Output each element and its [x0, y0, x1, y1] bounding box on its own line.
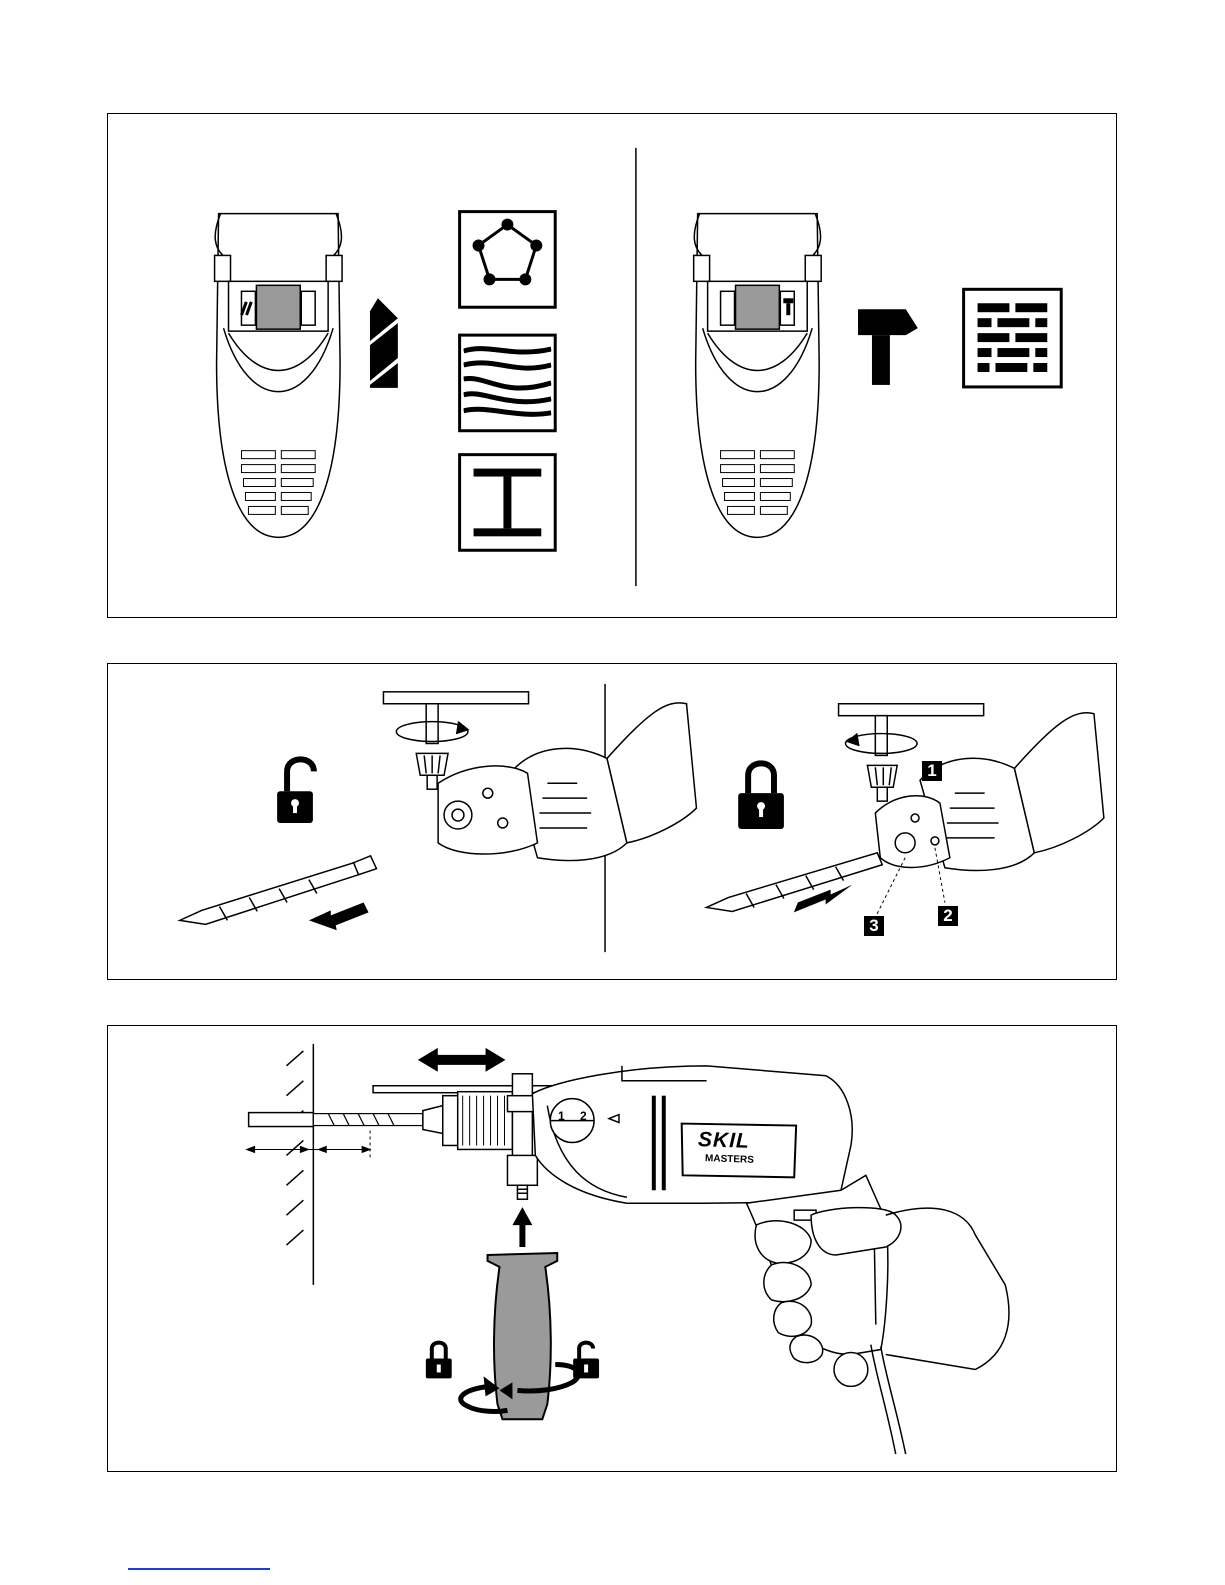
- remove-bit-arrow-icon: [309, 902, 369, 930]
- depth-dimension: [247, 1131, 370, 1158]
- bit-change-illustration: [108, 664, 1116, 979]
- handle-unlock-icon: [573, 1343, 599, 1379]
- handle-collar: [507, 1074, 537, 1199]
- model-name: MASTERS: [705, 1153, 754, 1166]
- gear-number-2: 2: [580, 1109, 587, 1123]
- hammer-icon: [858, 309, 918, 385]
- attach-handle-arrow-icon: [512, 1207, 532, 1247]
- bit-change-panel: 1 2 3: [107, 663, 1117, 980]
- adjust-depth-arrow-icon: [418, 1048, 506, 1072]
- drill-chuck: [423, 1092, 513, 1150]
- mode-selection-panel: [107, 113, 1117, 618]
- steel-beam-icon: [460, 455, 556, 551]
- brand-logo: SKIL: [698, 1128, 751, 1154]
- metal-icon: [460, 212, 556, 308]
- drill-top-view-hammer: [694, 214, 821, 538]
- drill-bit-inserted: [706, 853, 882, 912]
- wood-icon: [460, 335, 556, 431]
- drill-bit-icon: [370, 298, 398, 388]
- side-handle-panel: 1 2 SKIL MASTERS: [107, 1025, 1117, 1472]
- handle-lock-icon: [426, 1343, 452, 1379]
- brick-wall-icon: [964, 289, 1062, 387]
- gear-number-1: 1: [558, 1109, 565, 1123]
- drill-bit-in-wall: [313, 1114, 423, 1126]
- step-label-2: 2: [938, 906, 958, 926]
- step-label-1: 1: [922, 761, 942, 781]
- drill-chuck-front-right: [875, 713, 1104, 871]
- step-label-3: 3: [864, 916, 884, 936]
- footer-link-underline[interactable]: [128, 1568, 270, 1570]
- drill-top-view-drilling: [215, 214, 342, 538]
- unlock-icon: [277, 759, 314, 823]
- lock-icon: [738, 763, 784, 829]
- mode-selection-illustration: [108, 114, 1116, 617]
- wall: [286, 1044, 313, 1285]
- drill-chuck-front: [438, 703, 696, 861]
- side-handle: [488, 1253, 558, 1419]
- side-handle-illustration: [108, 1026, 1116, 1471]
